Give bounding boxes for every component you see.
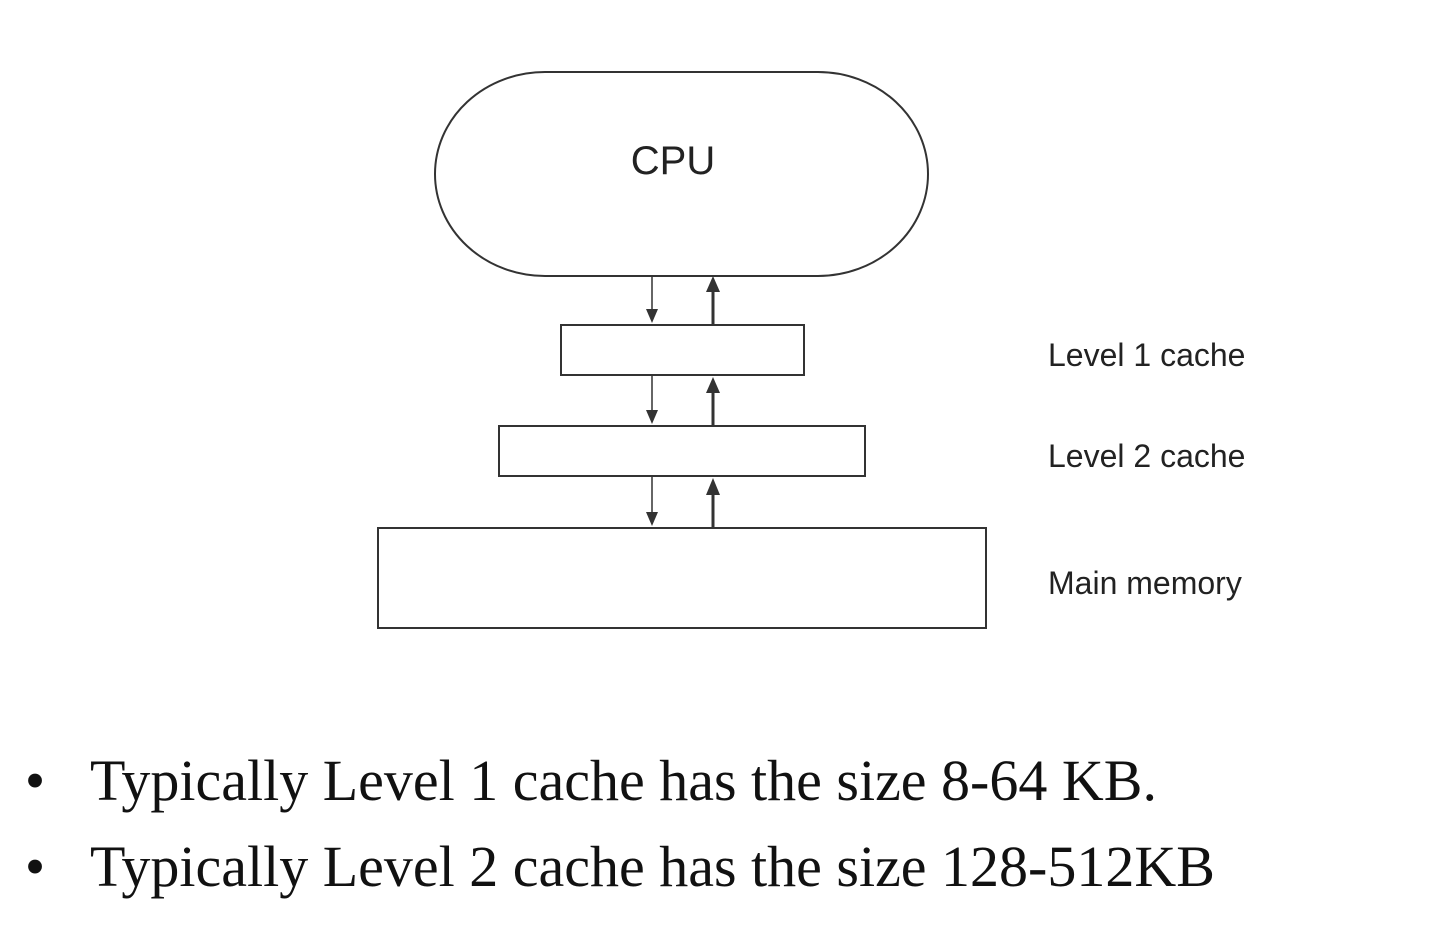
bullet-item-l2-size: • Typically Level 2 cache has the size 1… [20,824,1215,910]
level-1-cache-box [560,324,805,376]
main-memory-label: Main memory [1048,565,1242,601]
bullet-item-l1-size: • Typically Level 1 cache has the size 8… [20,738,1215,824]
bullet-marker: • [24,834,46,899]
bullet-marker: • [24,748,46,813]
main-memory-box [377,527,987,629]
up-arrowhead-l1-to-cpu [706,276,720,292]
down-arrowhead-cpu-to-l1 [646,309,658,323]
down-arrowhead-l2-to-memory [646,512,658,526]
down-arrows [646,276,658,526]
level-2-cache-box [498,425,866,477]
memory-hierarchy-diagram: CPU Level 1 cache Level 2 cache Main mem… [377,71,1245,629]
bullet-list: • Typically Level 1 cache has the size 8… [20,738,1215,910]
up-arrows [706,276,720,528]
cpu-node: CPU [434,71,929,277]
down-arrowhead-l1-to-l2 [646,410,658,424]
up-arrowhead-memory-to-l2 [706,478,720,495]
cpu-label: CPU [631,139,715,183]
bullet-text: Typically Level 1 cache has the size 8-6… [90,748,1157,813]
up-arrowhead-l2-to-l1 [706,377,720,393]
level-1-cache-label: Level 1 cache [1048,337,1245,373]
cpu-shape [434,71,929,277]
bullet-text: Typically Level 2 cache has the size 128… [90,834,1215,899]
level-2-cache-label: Level 2 cache [1048,438,1245,474]
